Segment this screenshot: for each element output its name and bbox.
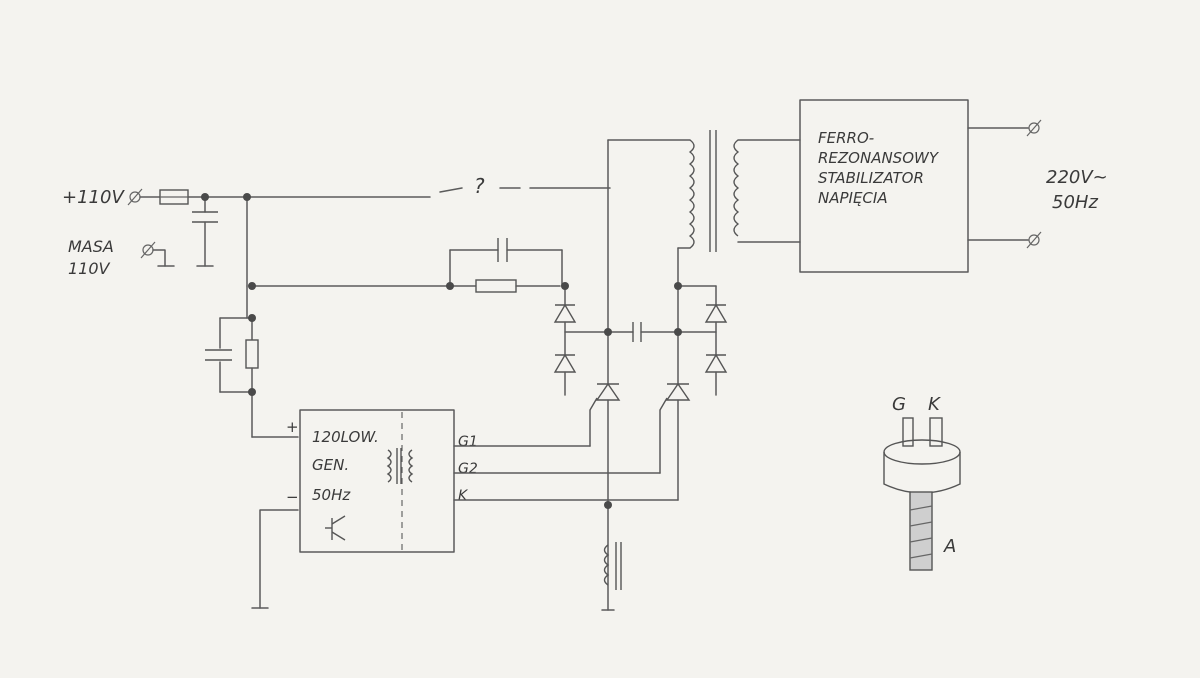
gen-plus-label: + — [286, 418, 299, 436]
top-bus: ? — [204, 174, 611, 198]
left-rail — [246, 196, 451, 319]
gate-wires — [453, 445, 679, 501]
thyristor-right — [659, 247, 691, 501]
g2-label: G2 — [458, 461, 478, 477]
thyristor-package-drawing: G K A — [883, 394, 961, 571]
transformer — [607, 130, 801, 252]
left-diode-stack — [553, 285, 609, 396]
ferroresonant-stabilizer-block: FERRO- REZONANSOWY STABILIZATOR NAPIĘCIA — [799, 99, 969, 273]
stabilizer-label-2: REZONANSOWY — [818, 149, 940, 167]
k-label: K — [458, 488, 469, 504]
gen-label-2: GEN. — [312, 456, 349, 474]
left-rc-group — [205, 317, 299, 438]
bottom-choke — [601, 542, 622, 611]
generator-ground — [251, 509, 299, 609]
ground-label-line1: MASA — [68, 237, 114, 256]
unknown-connection-mark: ? — [474, 174, 485, 198]
gen-minus-label: − — [286, 488, 299, 506]
input-fuse — [139, 189, 206, 205]
thyristor-left — [589, 139, 621, 611]
coupling-capacitor — [607, 322, 717, 342]
pkg-k-label: K — [928, 394, 941, 415]
generator-block: + − 120LOW. GEN. 50Hz G1 G2 K — [286, 409, 478, 553]
ground-label-line2: 110V — [68, 259, 111, 278]
right-diode-stack — [677, 285, 728, 396]
pkg-g-label: G — [892, 394, 906, 415]
pkg-a-label: A — [943, 536, 956, 557]
output-voltage-label: 220V~ — [1046, 167, 1108, 188]
input-capacitor — [192, 196, 218, 267]
snubber-rc — [449, 238, 563, 293]
input-plus-label: +110V — [62, 187, 125, 208]
stabilizer-label-1: FERRO- — [818, 129, 874, 147]
output-frequency-label: 50Hz — [1052, 192, 1098, 213]
output-terminals: 220V~ 50Hz — [967, 119, 1108, 249]
stabilizer-label-3: STABILIZATOR — [818, 169, 924, 187]
gen-label-1: 120LOW. — [312, 428, 379, 446]
stabilizer-label-4: NAPIĘCIA — [818, 189, 888, 207]
g1-label: G1 — [458, 434, 478, 450]
gen-label-3: 50Hz — [312, 486, 351, 504]
ground-terminal: MASA 110V — [68, 237, 175, 278]
junction-dots — [201, 193, 682, 509]
input-terminal: +110V — [62, 187, 143, 208]
